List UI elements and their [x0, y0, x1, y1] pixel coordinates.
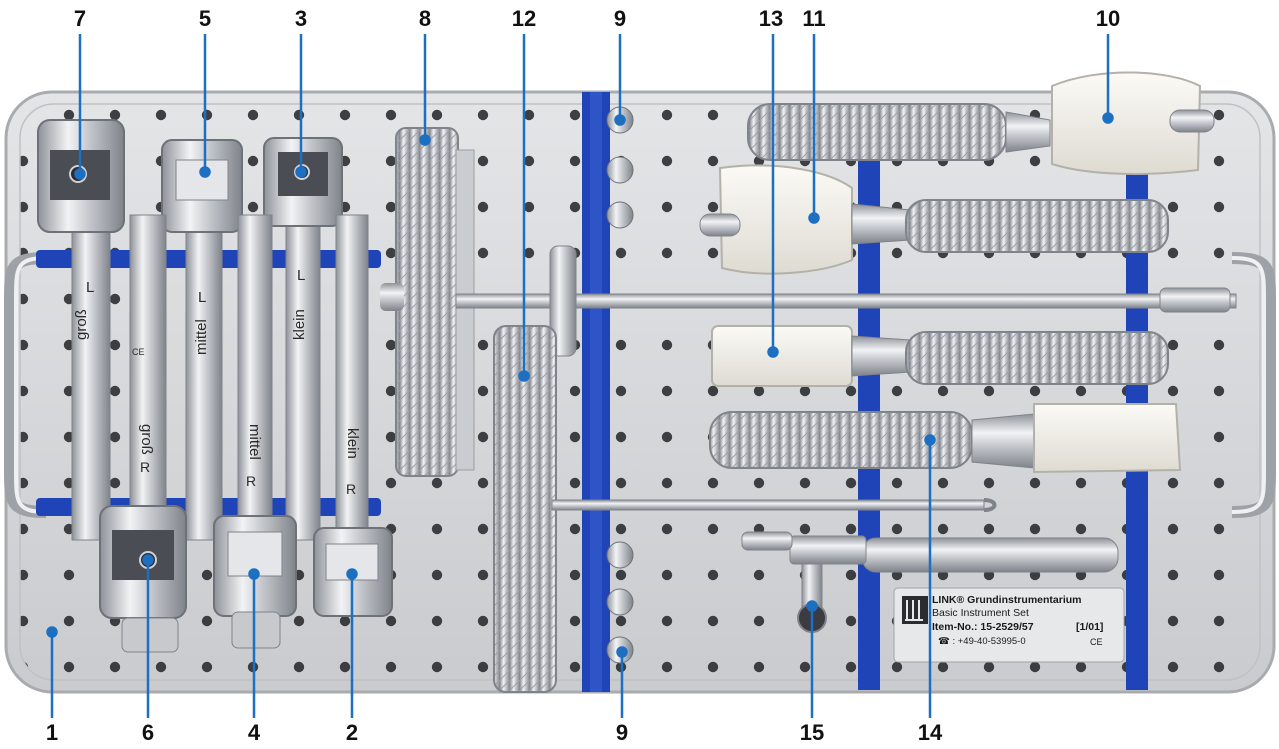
tray-handle-right — [1231, 252, 1276, 518]
impactor-11 — [699, 164, 1169, 275]
callout-8: 8 — [418, 6, 432, 31]
callout-4: 4 — [247, 720, 261, 745]
engraving-R-small: R — [346, 481, 357, 497]
engraving-mittel-right: mittel — [246, 424, 263, 460]
driver-rod — [455, 245, 1237, 357]
engraving-klein-right: klein — [344, 428, 361, 459]
rasp-medium-right — [213, 214, 297, 649]
callout-15: 15 — [799, 720, 825, 745]
callout-3: 3 — [294, 6, 308, 31]
callout-7: 7 — [73, 6, 87, 31]
callout-6: 6 — [141, 720, 155, 745]
rasp-medium-left — [161, 139, 243, 541]
engraving-gross-right: groß — [138, 424, 155, 455]
callout-14: 14 — [917, 720, 943, 745]
tray-handle-left — [3, 252, 47, 518]
screws-top — [606, 106, 634, 229]
callout-1: 1 — [45, 720, 59, 745]
plate-revision: [1/01] — [1076, 621, 1104, 633]
engraving-klein-left: klein — [291, 309, 308, 340]
impactor-10 — [747, 71, 1215, 175]
instrument-15 — [741, 531, 1119, 633]
screws-bottom — [606, 541, 634, 664]
callout-2: 2 — [345, 720, 359, 745]
rasp-large-left — [37, 119, 125, 541]
impactor-13 — [711, 325, 1169, 387]
callout-lines — [46, 34, 1114, 718]
plate-line3: Item-No.: 15-2529/57 — [932, 621, 1034, 633]
engraving-L-small: L — [297, 267, 306, 284]
plate-line2: Basic Instrument Set — [932, 607, 1029, 619]
callout-11: 11 — [802, 6, 826, 31]
engraving-R-large: R — [140, 459, 151, 475]
rasp-small-left — [263, 137, 343, 541]
callout-9-bottom: 9 — [615, 720, 629, 745]
plate-phone: ☎ : +49-40-53995-0 — [938, 636, 1026, 647]
label-plate — [893, 587, 1125, 663]
hook-rod — [551, 498, 997, 512]
impactor-14 — [709, 403, 1182, 474]
callout-10: 10 — [1095, 6, 1121, 31]
callout-12: 12 — [511, 6, 537, 31]
engraving-gross-left: groß — [73, 309, 90, 340]
engraving-ce-small: CE — [132, 347, 145, 357]
callout-13: 13 — [758, 6, 784, 31]
engraving-mittel-left: mittel — [193, 319, 210, 355]
plate-ce: CE — [1090, 637, 1103, 647]
callout-9-top: 9 — [613, 6, 627, 31]
engraving-L-large: L — [86, 279, 95, 296]
callout-5: 5 — [198, 6, 212, 31]
engraving-L-medium: L — [198, 289, 207, 306]
engraving-R-medium: R — [246, 473, 257, 489]
plate-line1: LINK® Grundinstrumentarium — [932, 594, 1082, 606]
